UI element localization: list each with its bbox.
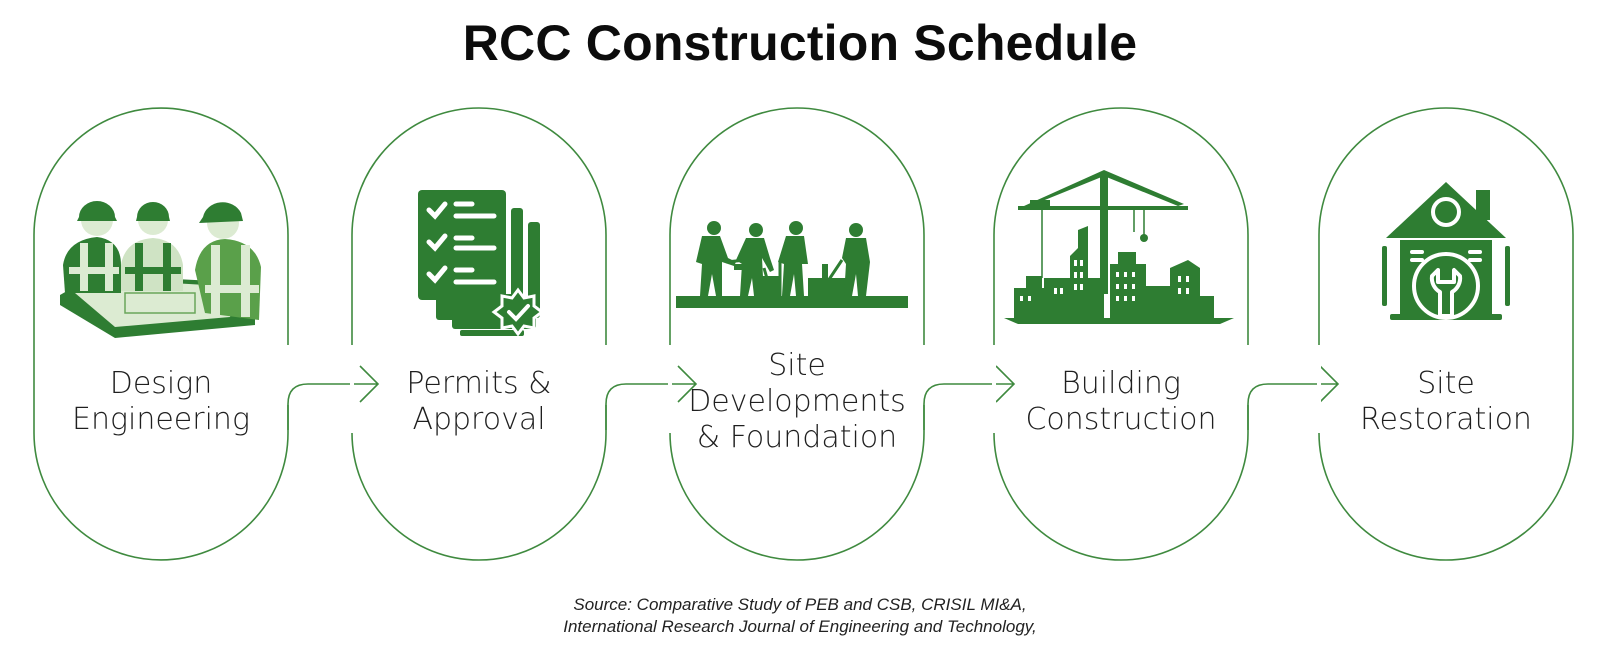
- arrow-4-to-5: [1247, 365, 1340, 430]
- source-line-1: Source: Comparative Study of PEB and CSB…: [573, 595, 1027, 614]
- step-label-design-engineering: Design Engineering: [41, 366, 281, 438]
- step-label-permits-approval: Permits & Approval: [359, 366, 599, 438]
- step-3-line-3: & Foundation: [696, 420, 898, 455]
- step-1-line-1: Design: [109, 366, 213, 401]
- engineers-at-blueprint-table-icon: [60, 201, 261, 338]
- step-2-line-1: Permits &: [406, 366, 552, 401]
- stage-3-outline: [669, 107, 925, 561]
- step-4-line-1: Building: [1061, 366, 1181, 401]
- step-5-line-2: Restoration: [1360, 402, 1532, 437]
- step-4-line-2: Construction: [1025, 402, 1217, 437]
- step-3-line-2: Developments: [688, 384, 906, 419]
- step-5-line-1: Site: [1417, 366, 1475, 401]
- stage-2-outline: [351, 107, 607, 561]
- step-label-site-restoration: Site Restoration: [1326, 366, 1566, 438]
- arrow-2-to-3: [605, 365, 698, 430]
- source-citation: Source: Comparative Study of PEB and CSB…: [0, 594, 1600, 638]
- house-wrench-icon: [1382, 182, 1510, 320]
- stage-1-outline: [33, 107, 289, 561]
- step-1-line-2: Engineering: [72, 402, 250, 437]
- checklist-documents-certified-icon: [418, 190, 545, 336]
- source-line-2: International Research Journal of Engine…: [563, 617, 1037, 636]
- step-2-line-2: Approval: [412, 402, 546, 437]
- page-title: RCC Construction Schedule: [462, 15, 1138, 71]
- step-label-building-construction: Building Construction: [1001, 366, 1241, 438]
- crane-city-buildings-icon: [1004, 170, 1234, 324]
- arrow-1-to-2: [287, 365, 380, 430]
- step-3-line-1: Site: [768, 348, 826, 383]
- construction-workers-silhouette-icon: [676, 221, 908, 308]
- stage-4-outline: [993, 107, 1249, 561]
- arrow-3-to-4: [923, 365, 1016, 430]
- step-label-site-developments: Site Developments & Foundation: [677, 348, 917, 456]
- stage-5-outline: [1318, 107, 1574, 561]
